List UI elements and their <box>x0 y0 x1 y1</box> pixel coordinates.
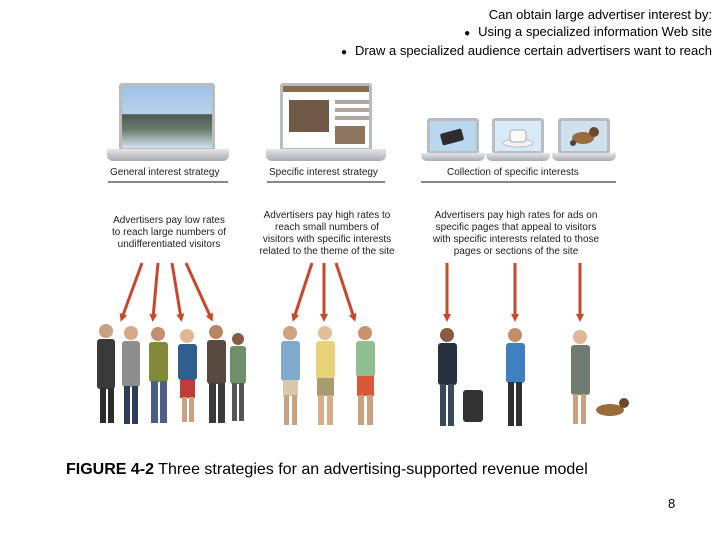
bullet-text: Using a specialized information Web site <box>478 24 712 39</box>
person-figure <box>178 329 197 422</box>
person-figure <box>316 326 335 425</box>
header-bullet-1: ● Using a specialized information Web sit… <box>341 23 712 42</box>
laptop-screen <box>280 83 372 151</box>
coffee-cup-image <box>495 121 541 151</box>
header-intro: Can obtain large advertiser interest by: <box>488 7 712 22</box>
traveler-figure <box>438 328 483 426</box>
strategy-description-collection: Advertisers pay high rates for ads on sp… <box>420 210 612 258</box>
bullet-icon: ● <box>464 28 471 39</box>
description-line: with specific interests related to those <box>432 234 600 245</box>
bullet-icon: ● <box>340 47 348 58</box>
description-line: Advertisers pay high rates for ads on <box>434 210 598 221</box>
strategy-description-specific: Advertisers pay high rates to reach smal… <box>252 210 402 258</box>
description-line: reach small numbers of <box>275 222 379 233</box>
laptop-base <box>421 153 485 161</box>
laptop-screen <box>119 83 215 151</box>
laptop-screen <box>492 118 544 154</box>
landscape-image <box>122 86 212 148</box>
bullet-text: Draw a specialized audience certain adve… <box>355 43 712 58</box>
person-figure <box>281 326 300 425</box>
laptop-specific-interest <box>266 83 386 161</box>
figure-caption: FIGURE 4-2 Three strategies for an adver… <box>66 461 588 479</box>
divider <box>108 181 228 183</box>
laptop-general-interest <box>107 83 229 161</box>
page-number: 8 <box>668 496 676 511</box>
figure-number: FIGURE 4-2 <box>66 461 155 478</box>
strategy-description-general: Advertisers pay low rates to reach large… <box>99 215 239 251</box>
arrow <box>170 262 185 322</box>
strategy-label-collection: Collection of specific interests <box>447 167 579 178</box>
laptop-screen <box>427 118 479 154</box>
header-block: Can obtain large advertiser interest by:… <box>341 6 712 61</box>
laptop-base <box>552 153 616 161</box>
divider <box>421 181 616 183</box>
coffee-drinker-figure <box>506 328 525 426</box>
description-line: specific pages that appeal to visitors <box>435 222 597 233</box>
description-line: to reach large numbers of <box>112 227 226 238</box>
person-figure <box>149 327 168 423</box>
person-figure <box>230 333 246 421</box>
laptop-base <box>486 153 550 161</box>
laptop-luggage-page <box>421 118 485 162</box>
riders-illustration <box>281 326 375 425</box>
description-line: Advertisers pay high rates to <box>263 210 391 221</box>
strategy-label-general: General interest strategy <box>110 167 220 178</box>
person-figure <box>122 326 140 424</box>
arrow <box>149 262 160 322</box>
arrow <box>334 262 357 322</box>
description-line: related to the theme of the site <box>259 246 395 257</box>
arrow <box>119 262 144 322</box>
laptop-base <box>266 149 386 161</box>
luggage-image <box>430 121 476 151</box>
header-bullet-2: ● Draw a specialized audience certain adv… <box>341 42 712 61</box>
dog-owner-figure <box>571 330 629 424</box>
arrow <box>291 262 314 322</box>
crowd-illustration <box>97 324 246 424</box>
strategy-label-specific: Specific interest strategy <box>269 167 378 178</box>
laptop-dog-page <box>552 118 616 162</box>
person-figure <box>97 324 115 423</box>
divider <box>267 181 385 183</box>
arrow <box>184 262 213 322</box>
description-line: Advertisers pay low rates <box>113 215 225 226</box>
description-line: undifferentiated visitors <box>117 239 221 250</box>
dog-image <box>561 121 607 151</box>
description-line: pages or sections of the site <box>453 246 579 257</box>
laptop-screen <box>558 118 610 154</box>
laptop-base <box>107 149 229 161</box>
figure-caption-text: Three strategies for an advertising-supp… <box>154 461 588 478</box>
person-figure <box>207 325 226 423</box>
description-line: visitors with specific interests <box>262 234 392 245</box>
equestrian-website-image <box>283 86 369 148</box>
laptop-coffee-page <box>486 118 550 162</box>
person-figure <box>356 326 375 425</box>
